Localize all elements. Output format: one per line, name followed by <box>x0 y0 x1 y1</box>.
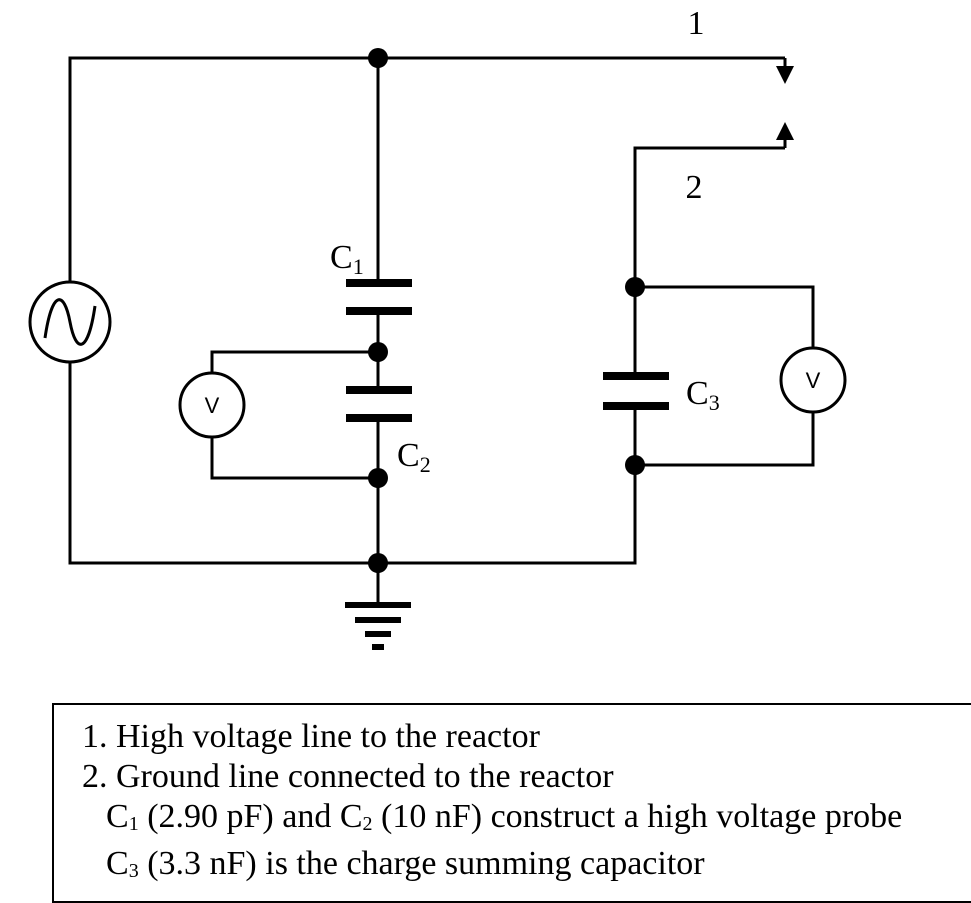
voltmeter-icon: V <box>178 371 246 439</box>
legend-box: 1. High voltage line to the reactor 2. G… <box>52 703 971 903</box>
wire-v2-bottom <box>635 405 815 467</box>
wire-left-bottom <box>68 355 637 565</box>
capacitor-c2 <box>346 386 412 422</box>
junction-dot <box>368 342 388 362</box>
voltmeter-icon: V <box>779 346 847 414</box>
capacitor-c3 <box>603 372 669 410</box>
legend-line-3: C1 (2.90 pF) and C2 (10 nF) construct a … <box>106 798 903 835</box>
wire-terminal-2 <box>633 146 785 376</box>
capacitor-c1-label: C1 <box>330 239 364 279</box>
wire-v2-top <box>635 285 815 355</box>
capacitor-c2-label: C2 <box>397 437 431 477</box>
junction-dot <box>625 277 645 297</box>
ground-icon <box>345 602 411 650</box>
ac-source-icon <box>28 280 112 364</box>
junction-dot <box>368 468 388 488</box>
wire-v1-bottom <box>210 430 378 480</box>
junction-dot <box>368 553 388 573</box>
capacitor-c3-label: C3 <box>686 375 720 415</box>
wire-top <box>68 56 785 290</box>
legend-line-1: 1. High voltage line to the reactor <box>82 718 540 755</box>
terminal-1-label: 1 <box>688 5 705 42</box>
circuit-diagram: V V 1 2 C1 C2 C3 <box>28 5 847 650</box>
arrow-down-icon <box>776 66 794 84</box>
arrow-up-icon <box>776 122 794 140</box>
legend-line-4: C3 (3.3 nF) is the charge summing capaci… <box>106 845 705 882</box>
wire-v1-top <box>210 350 378 380</box>
voltmeter-2-label: V <box>806 368 821 393</box>
terminal-2-label: 2 <box>686 169 703 206</box>
legend-line-2: 2. Ground line connected to the reactor <box>82 758 614 795</box>
junction-dot <box>368 48 388 68</box>
junction-dot <box>625 455 645 475</box>
voltmeter-1-label: V <box>205 393 220 418</box>
capacitor-c1 <box>346 279 412 315</box>
